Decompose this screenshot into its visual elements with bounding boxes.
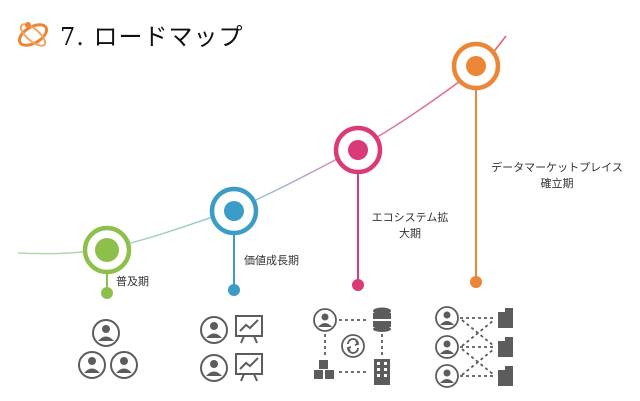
stage-marker-4: [451, 41, 501, 288]
orbit-logo-icon: [17, 22, 49, 47]
page-title: 7. ロードマップ: [60, 22, 244, 51]
stage-label-4-line1: データマーケットプレイス: [491, 161, 623, 174]
stage-marker-3: [333, 125, 383, 291]
stage-marker-1: [82, 225, 132, 299]
stage-label-2: 価値成長期: [244, 254, 299, 267]
users-presentation-icon: [200, 315, 263, 382]
users-group-icon: [78, 319, 138, 379]
stage-marker-2: [209, 186, 259, 296]
page-header: 7. ロードマップ: [14, 14, 244, 54]
stage-label-3: エコシステム拡 大期: [368, 210, 452, 242]
ecosystem-network-icon: [313, 307, 391, 385]
stage-label-4-line2: 確立期: [540, 177, 574, 190]
stage-label-1: 普及期: [116, 275, 149, 288]
data-marketplace-icon: [435, 306, 513, 388]
stage-label-3-line2: 大期: [399, 227, 421, 240]
stage-label-4: データマーケットプレイス 確立期: [490, 160, 624, 192]
stage-label-3-line1: エコシステム拡: [371, 211, 449, 224]
